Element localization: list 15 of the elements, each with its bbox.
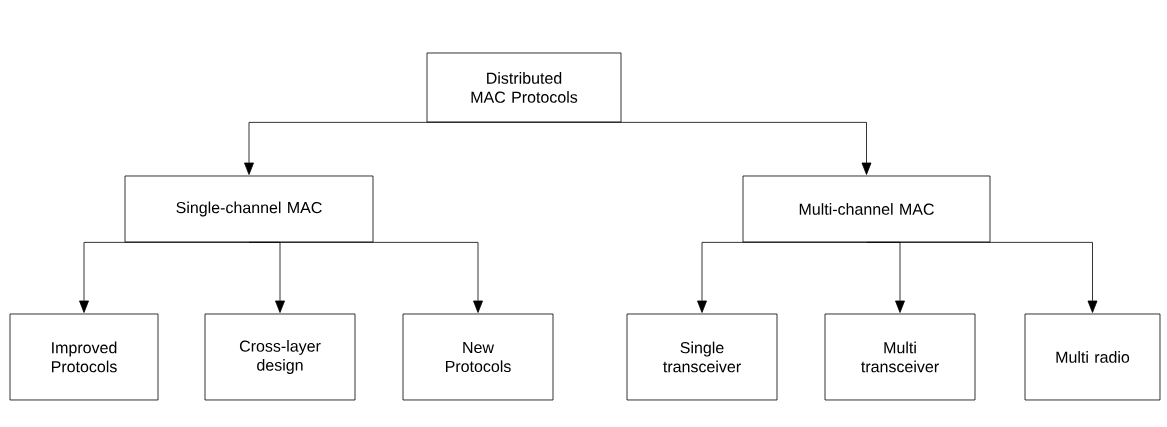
arrow (244, 122, 525, 175)
arrow (697, 242, 867, 313)
arrow (866, 242, 1098, 313)
category-box: Single-channel MAC (124, 175, 374, 243)
arrow (79, 242, 250, 313)
category-box: Multi transceiver (824, 313, 976, 401)
category-box: New Protocols (402, 313, 554, 401)
category-box: Multi-channel MAC (742, 175, 991, 243)
category-box: Multi radio (1024, 313, 1161, 401)
category-box: Improved Protocols (9, 313, 159, 401)
root-box: Distributed MAC Protocols (426, 52, 622, 123)
category-box: Single transceiver (626, 313, 778, 401)
arrow (523, 122, 872, 175)
category-box: Cross-layer design (204, 313, 356, 401)
arrow (248, 242, 483, 313)
